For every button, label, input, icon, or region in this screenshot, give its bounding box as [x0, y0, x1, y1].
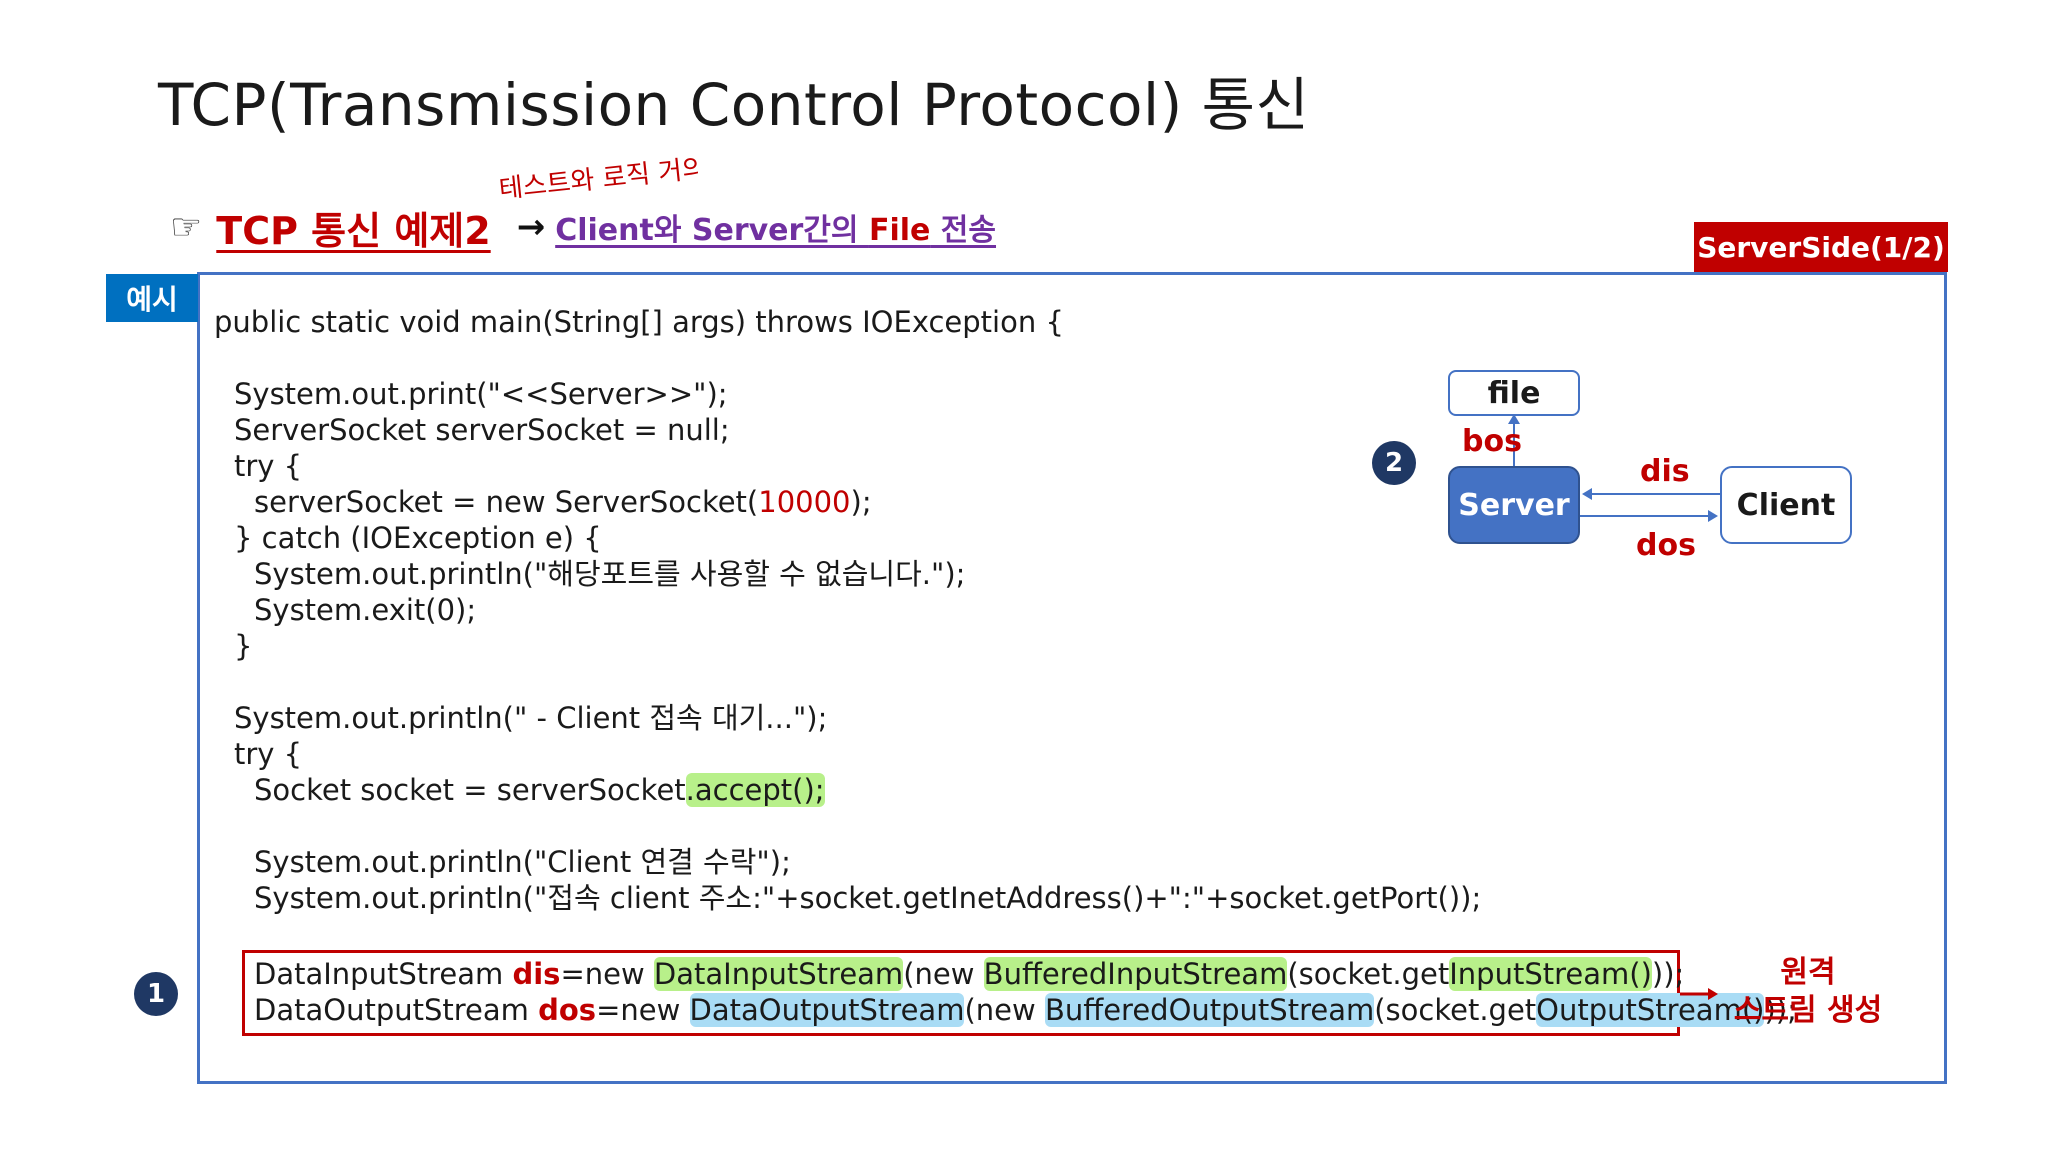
example-heading: ☞ TCP 통신 예제2 → Client와 Server간의 File 전송 — [170, 202, 996, 253]
highlight-blue: OutputStream() — [1536, 993, 1765, 1027]
code-line: ServerSocket serverSocket = null; — [234, 413, 730, 447]
code-line: } — [234, 629, 253, 663]
code-text: )); — [1651, 957, 1685, 991]
handwritten-note: 테스트와 로직 거의 비슷 — [498, 150, 698, 205]
code-line-dos: DataOutputStream dos=new DataOutputStrea… — [254, 992, 1797, 1028]
description-prefix: Client와 Server간의 — [555, 213, 869, 248]
file-node: file — [1448, 370, 1580, 416]
highlight-blue: DataOutputStream — [689, 993, 965, 1027]
highlight-green: DataInputStream — [653, 957, 904, 991]
stream-note-line2: 스트림 생성 — [1733, 993, 1883, 1028]
marker-1: 1 — [134, 972, 178, 1016]
code-line: System.out.println(" - Client 접속 대기...")… — [234, 701, 828, 735]
stream-note-arrow-icon — [1680, 988, 1718, 1000]
pointing-hand-icon: ☞ — [170, 206, 203, 248]
code-line-dis: DataInputStream dis=new DataInputStream(… — [254, 956, 1684, 992]
code-text: (new — [964, 993, 1045, 1027]
slide-title: TCP(Transmission Control Protocol) 통신 — [158, 71, 1310, 139]
highlight-green: BufferedInputStream — [983, 957, 1288, 991]
code-line: System.out.println("해당포트를 사용할 수 없습니다."); — [254, 557, 966, 591]
example-badge: 예시 — [106, 274, 198, 322]
code-line: } catch (IOException e) { — [234, 521, 602, 555]
client-node: Client — [1720, 466, 1852, 544]
port-number: 10000 — [758, 485, 851, 519]
code-text: =new — [596, 993, 690, 1027]
diagram-arrows — [1508, 414, 1720, 522]
code-text: DataInputStream — [254, 957, 513, 991]
code-text: (new — [903, 957, 984, 991]
code-text: ); — [850, 485, 872, 519]
dos-label: dos — [1636, 528, 1696, 563]
example-description: Client와 Server간의 File 전송 — [555, 205, 996, 249]
code-line: System.exit(0); — [254, 593, 477, 627]
code-line: System.out.println("Client 연결 수락"); — [254, 845, 791, 879]
highlight-green: InputStream() — [1449, 957, 1652, 991]
var-dos: dos — [538, 993, 597, 1027]
code-line: try { — [234, 737, 303, 771]
code-text: DataOutputStream — [254, 993, 539, 1027]
code-box — [197, 272, 1947, 1084]
server-side-badge: ServerSide(1/2) — [1694, 222, 1948, 272]
code-text: )); — [1764, 993, 1797, 1027]
code-text: Socket socket = serverSocket — [254, 773, 686, 807]
code-line: serverSocket = new ServerSocket(10000); — [254, 484, 872, 520]
accept-highlight: .accept(); — [685, 773, 825, 807]
arrow-right-icon: → — [516, 207, 546, 247]
code-text: serverSocket = new ServerSocket( — [254, 485, 759, 519]
example-title: TCP 통신 예제2 — [216, 208, 491, 253]
marker-2: 2 — [1372, 441, 1416, 485]
description-file: File — [868, 213, 931, 248]
code-line: public static void main(String[] args) t… — [214, 305, 1064, 339]
code-line: System.out.println("접속 client 주소:"+socke… — [254, 881, 1482, 915]
server-node: Server — [1448, 466, 1580, 544]
bos-label: bos — [1462, 424, 1522, 459]
stream-note: 원격 스트림 생성 — [1718, 954, 1898, 1030]
code-text: (socket.get — [1287, 957, 1450, 991]
stream-note-line1: 원격 — [1780, 955, 1836, 990]
code-line: try { — [234, 449, 303, 483]
dis-label: dis — [1640, 454, 1690, 489]
handwritten-note-text: 테스트와 로직 거의 비슷 — [498, 150, 698, 205]
description-suffix: 전송 — [930, 213, 997, 248]
highlight-blue: BufferedOutputStream — [1044, 993, 1375, 1027]
code-text: =new — [560, 957, 654, 991]
code-text: (socket.get — [1374, 993, 1537, 1027]
var-dis: dis — [512, 957, 561, 991]
code-line: System.out.print("<<Server>>"); — [234, 377, 728, 411]
code-line: Socket socket = serverSocket.accept(); — [254, 772, 825, 808]
